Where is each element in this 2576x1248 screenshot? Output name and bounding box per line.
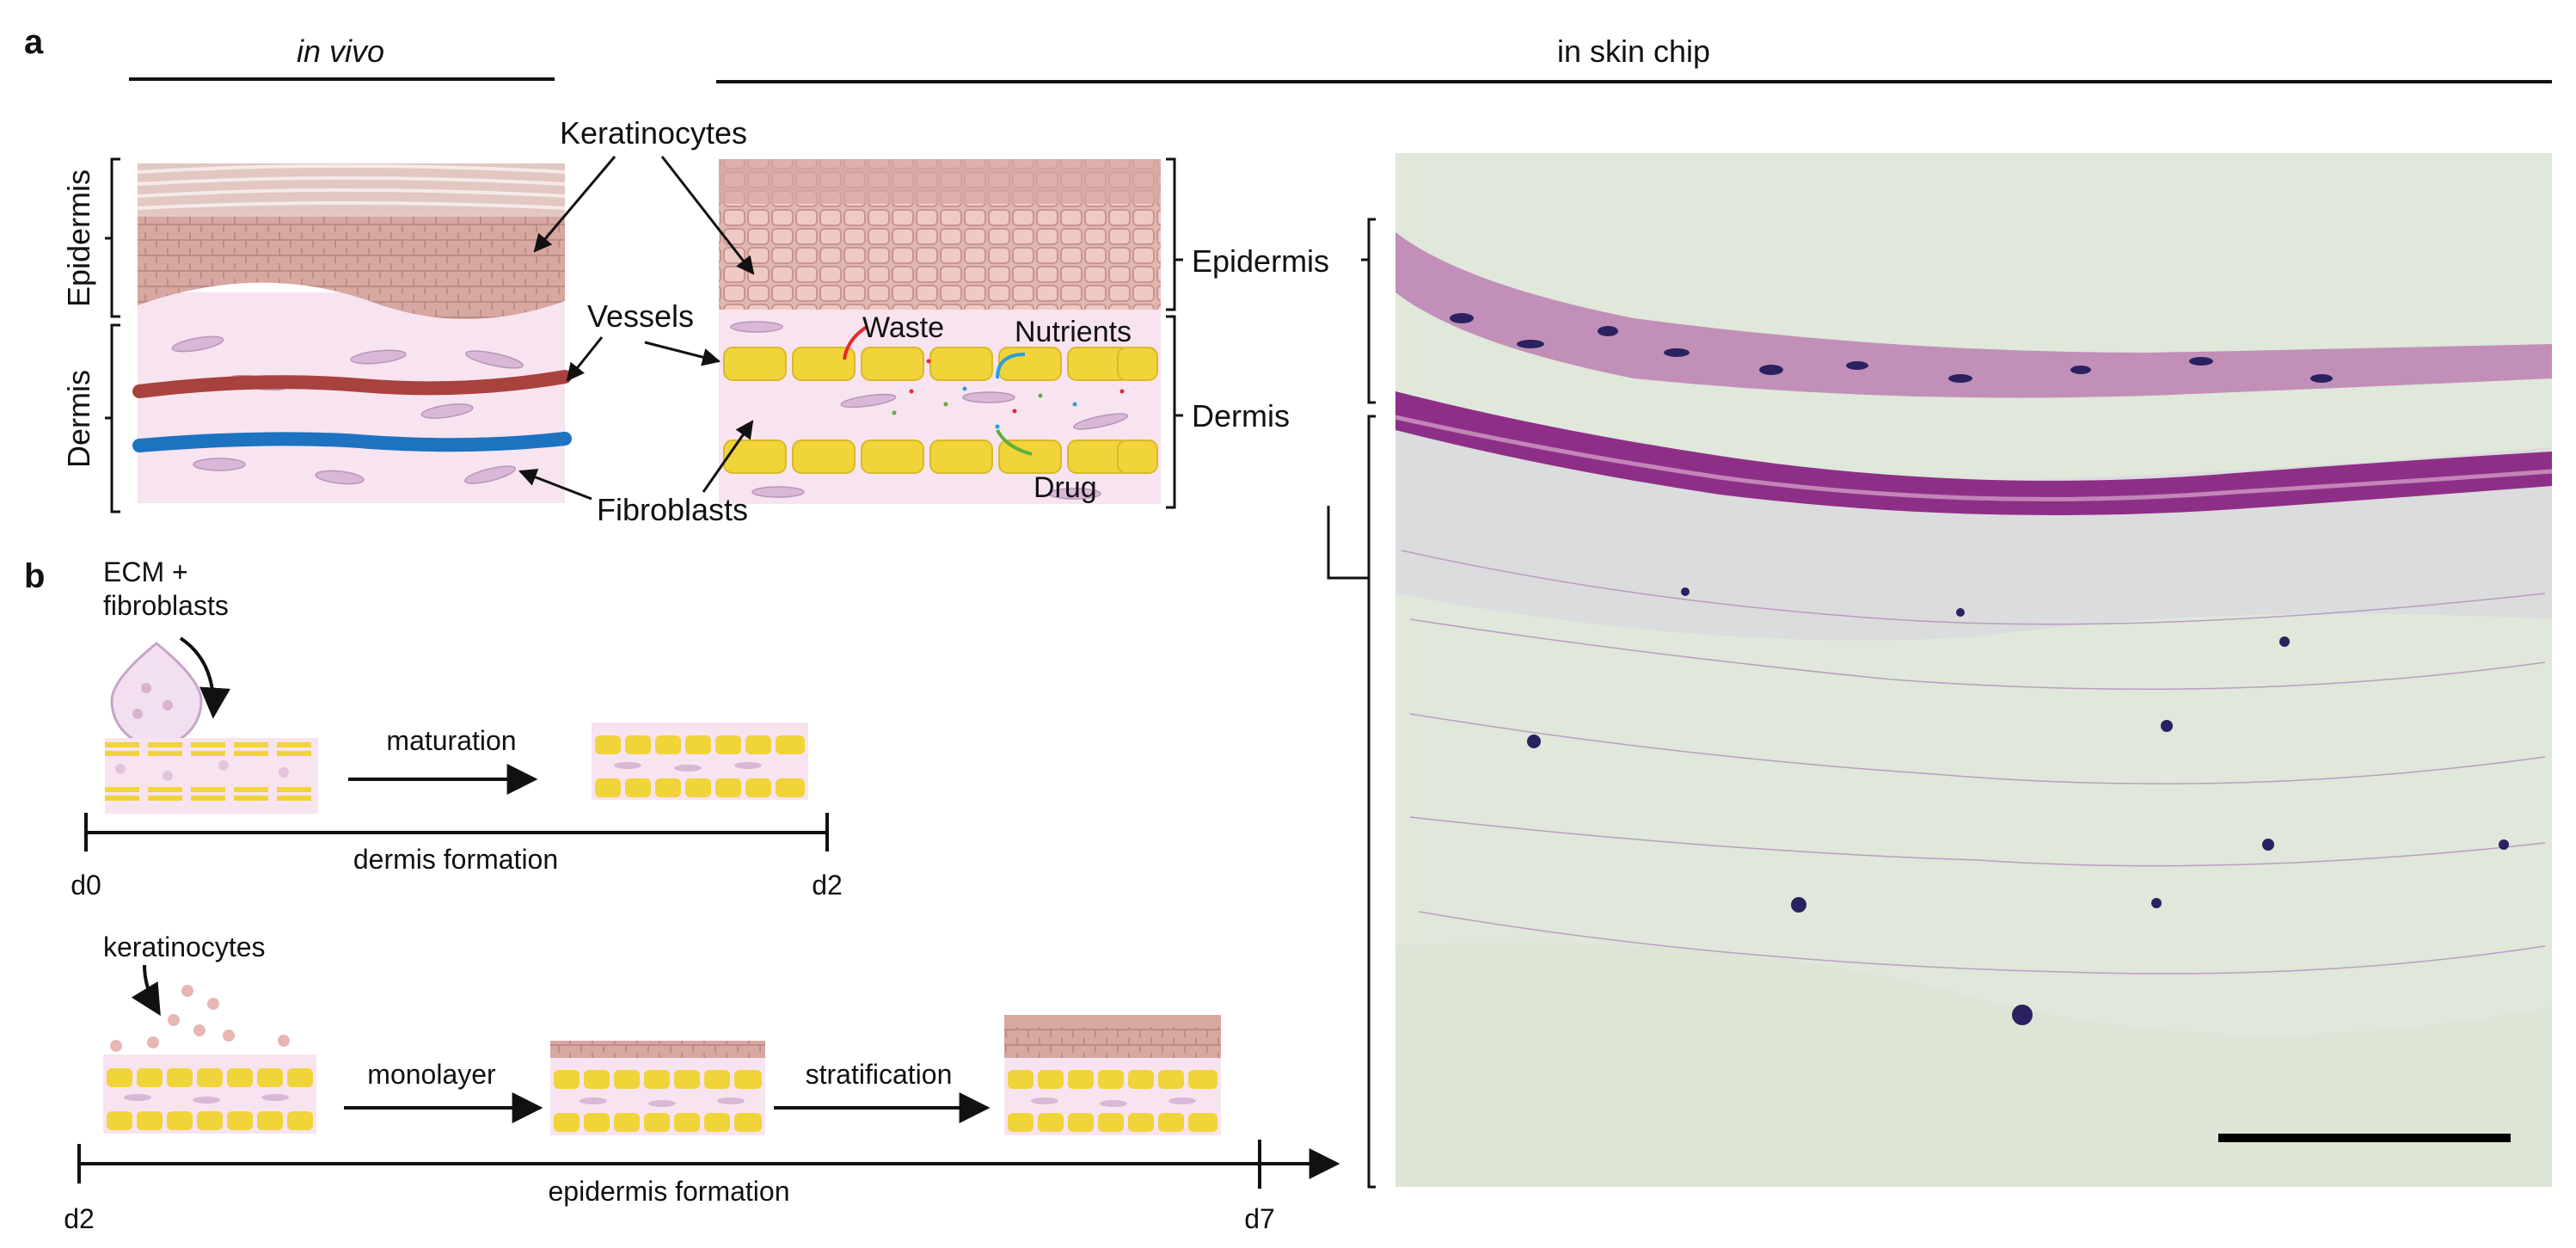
chip-skin	[719, 159, 1161, 504]
vessels-pointer-left	[566, 336, 604, 382]
keratinocytes-pointer-left	[533, 156, 616, 253]
waste-label: Waste	[862, 311, 944, 344]
histology-dermis-bracket	[1327, 415, 1376, 1189]
histology-epidermis-bracket	[1361, 218, 1376, 404]
artery-vessel	[132, 370, 572, 398]
waste-arrow	[843, 325, 868, 360]
ecm-droplet	[110, 642, 203, 747]
vessels-label: Vessels	[587, 298, 694, 334]
chip-d2-seeded	[103, 1054, 316, 1134]
keratinocytes-seed-label: keratinocytes	[103, 931, 266, 962]
dermis-label-chip: Dermis	[1192, 398, 1290, 433]
histology-image	[1395, 153, 2553, 1187]
in-vivo-skin	[132, 163, 572, 503]
seed-arrow	[179, 636, 231, 719]
d2-bottom-label: d2	[64, 1203, 95, 1234]
epidermis-label-chip: Epidermis	[1192, 243, 1329, 279]
chip-dermis-d2	[592, 722, 808, 800]
d0-label: d0	[71, 870, 101, 901]
fibroblasts-pointer-right	[702, 420, 754, 493]
epidermis-bracket-left	[105, 157, 120, 318]
epidermis-bracket-chip	[1166, 157, 1183, 311]
maturation-label: maturation	[386, 725, 516, 756]
skin-chip-label: in skin chip	[1557, 34, 1710, 69]
d7-label: d7	[1244, 1203, 1275, 1234]
nutrients-label: Nutrients	[1015, 316, 1132, 348]
stratification-label: stratification	[806, 1059, 953, 1090]
keratinocyte-seed-arrow	[131, 964, 161, 1017]
chip-monolayer	[550, 1041, 765, 1135]
in-vivo-label: in vivo	[297, 34, 384, 69]
epidermis-formation-label: epidermis formation	[549, 1176, 790, 1207]
chip-empty-d0	[105, 738, 318, 814]
epidermis-label-left: Epidermis	[61, 169, 96, 307]
monolayer-label: monolayer	[367, 1059, 496, 1090]
chip-stratified	[1004, 1015, 1221, 1135]
nutrients-arrow	[996, 353, 1026, 379]
keratinocytes-pointer-right	[660, 156, 755, 275]
ecm-label-line2: fibroblasts	[103, 590, 229, 621]
dermis-bracket-chip	[1166, 315, 1183, 509]
panel-b-letter: b	[24, 557, 45, 595]
fibroblasts-pointer-left	[518, 469, 592, 501]
vein-vessel	[132, 432, 572, 452]
panel-a-letter: a	[24, 23, 44, 61]
dermis-bracket-left	[105, 323, 120, 513]
chip-lower-channel	[723, 440, 1158, 474]
vessels-pointer-right	[644, 341, 721, 366]
fibroblasts-label: Fibroblasts	[597, 492, 748, 527]
keratinocyte-drops	[110, 985, 290, 1052]
dermis-label-left: Dermis	[61, 370, 96, 468]
d2-top-label: d2	[812, 870, 843, 901]
dermis-formation-label: dermis formation	[353, 844, 558, 875]
drug-arrow	[996, 429, 1033, 456]
keratinocytes-label: Keratinocytes	[560, 115, 747, 151]
drug-label: Drug	[1033, 471, 1097, 504]
chip-upper-channel	[723, 347, 1158, 381]
ecm-label-line1: ECM +	[103, 556, 188, 587]
